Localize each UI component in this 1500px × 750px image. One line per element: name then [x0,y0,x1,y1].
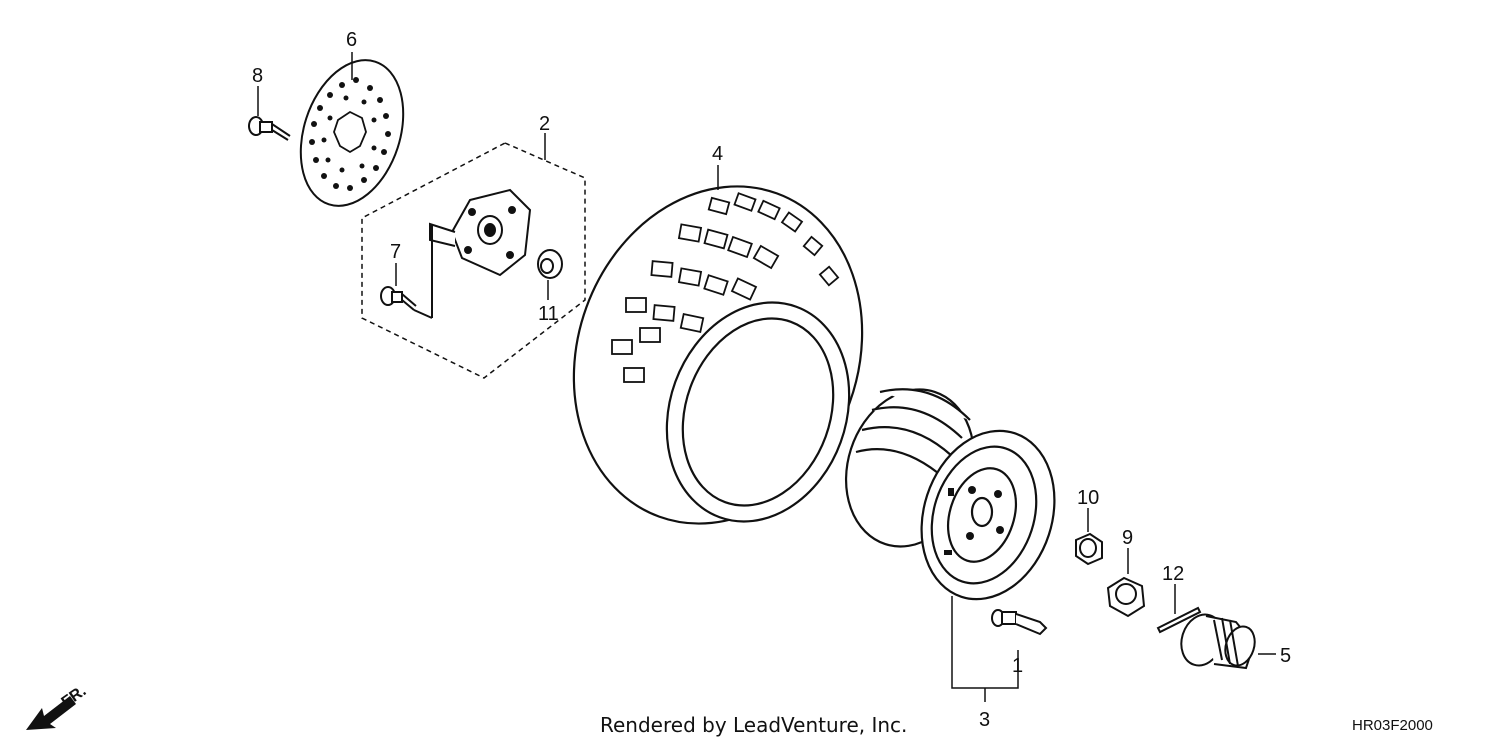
part-2-hub-group-outline [361,142,586,379]
callout-2: 2 [539,113,550,135]
part-6-brake-disc[interactable] [283,47,421,219]
part-1-valve-stem[interactable] [991,609,1048,636]
callout-12: 12 [1162,563,1184,585]
part-10-nut[interactable] [1075,532,1103,566]
part-8-disc-bolt[interactable] [248,116,291,141]
part-11-bearing[interactable] [537,249,563,279]
callout-11: 11 [538,303,559,325]
part-3-wheel-rim[interactable] [826,373,1075,617]
part-2-hub[interactable] [429,188,532,318]
callout-9: 9 [1122,527,1133,549]
callout-6: 6 [346,29,357,51]
render-credit: Rendered by LeadVenture, Inc. [600,713,907,737]
callout-10: 10 [1077,487,1099,509]
tread-blocks [611,192,840,383]
part-12-cotter-pin[interactable] [1156,606,1202,634]
part-5-hub-cap[interactable] [1175,609,1260,671]
diagram-code: HR03F2000 [1352,717,1433,734]
part-7-hub-bolt[interactable] [380,286,433,319]
callout-8: 8 [252,65,263,87]
part-4-tire[interactable] [528,145,909,564]
part-9-castle-nut[interactable] [1106,576,1146,618]
callout-1: 1 [1012,655,1023,677]
callout-5: 5 [1280,645,1291,667]
front-direction-arrow-icon [26,696,76,730]
part-3-bracket-leader [951,596,1019,702]
callout-3: 3 [979,709,990,731]
callout-4: 4 [712,143,723,165]
callout-7: 7 [390,241,401,263]
disc-holes [309,77,391,191]
